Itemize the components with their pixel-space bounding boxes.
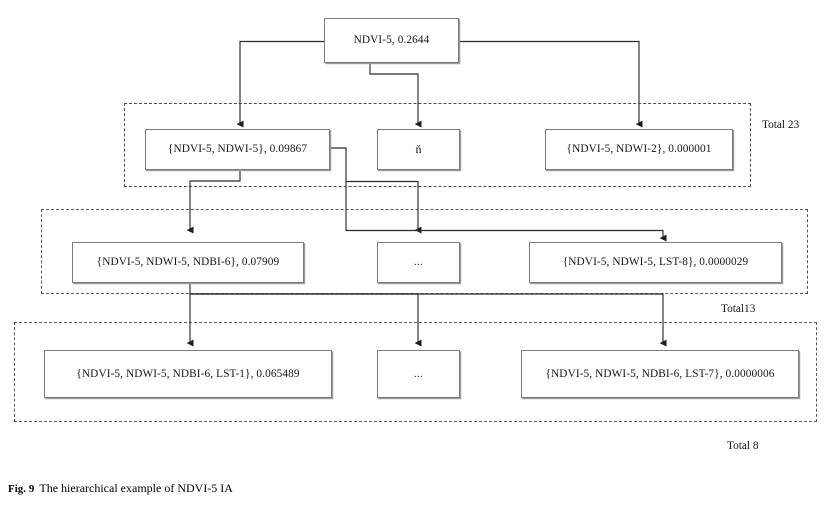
node-level2-3-label: {NDVI-5, NDWI-2}, 0.000001 [566, 143, 712, 156]
node-root[interactable]: NDVI-5, 0.2644 [324, 18, 459, 63]
group-total-label-level-4: Total 8 [727, 440, 759, 452]
figure-caption-text: The hierarchical example of NDVI-5 IA [39, 481, 233, 495]
node-level3-1-label: {NDVI-5, NDWI-5, NDBI-6}, 0.07909 [96, 256, 280, 269]
node-level3-1[interactable]: {NDVI-5, NDWI-5, NDBI-6}, 0.07909 [72, 242, 304, 283]
node-level4-2-label: ... [414, 368, 423, 380]
node-level4-1[interactable]: {NDVI-5, NDWI-5, NDBI-6, LST-1}, 0.06548… [44, 350, 332, 398]
group-total-label-level-3: Total13 [721, 303, 756, 315]
node-level2-3[interactable]: {NDVI-5, NDWI-2}, 0.000001 [545, 129, 733, 170]
node-level2-2-label: ň [415, 141, 422, 156]
node-level3-3-label: {NDVI-5, NDWI-5, LST-8}, 0.0000029 [562, 256, 749, 269]
node-level3-3[interactable]: {NDVI-5, NDWI-5, LST-8}, 0.0000029 [529, 242, 782, 283]
node-level2-1[interactable]: {NDVI-5, NDWI-5}, 0.09867 [145, 129, 330, 170]
node-level2-1-label: {NDVI-5, NDWI-5}, 0.09867 [167, 143, 308, 156]
group-total-label-level-2: Total 23 [762, 119, 800, 131]
node-level4-1-label: {NDVI-5, NDWI-5, NDBI-6, LST-1}, 0.06548… [76, 367, 300, 380]
figure-number: Fig. 9 [8, 483, 35, 495]
node-level3-2-label: ... [414, 257, 423, 268]
node-level2-2[interactable]: ň [377, 129, 460, 170]
node-level4-3-label: {NDVI-5, NDWI-5, NDBI-6, LST-7}, 0.00000… [545, 367, 775, 380]
node-root-label: NDVI-5, 0.2644 [353, 34, 430, 47]
node-level4-2[interactable]: ... [377, 350, 460, 398]
node-level3-2[interactable]: ... [377, 242, 460, 283]
node-level4-3[interactable]: {NDVI-5, NDWI-5, NDBI-6, LST-7}, 0.00000… [521, 350, 799, 398]
figure-caption: Fig. 9 The hierarchical example of NDVI-5… [8, 481, 233, 496]
